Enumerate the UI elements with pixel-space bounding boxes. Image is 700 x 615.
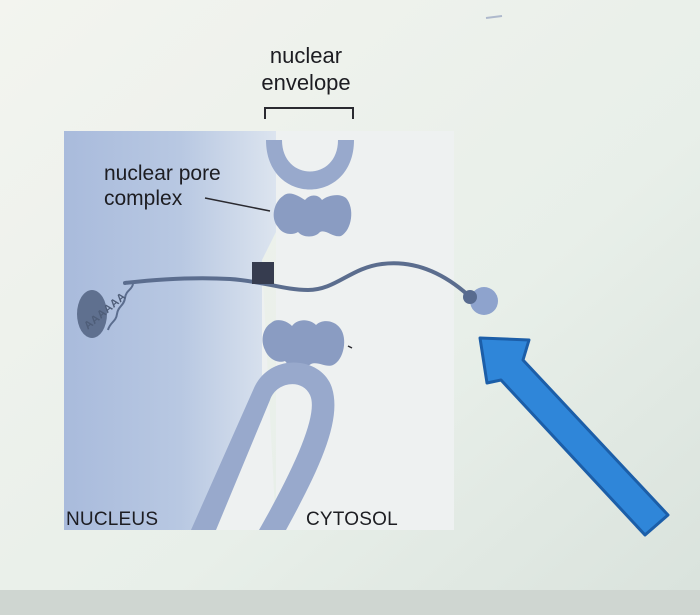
cytosol-lower-fill (204, 262, 276, 530)
nuclear-envelope-label: nuclear envelope (246, 42, 366, 96)
nuclear-pore-complex-label-line-1: nuclear pore (104, 162, 221, 185)
mark (485, 15, 503, 19)
nuclear-pore-complex-label-line-2: complex (104, 187, 183, 210)
nuclear-envelope-label-line-1: nuclear (269, 43, 343, 68)
nuclear-pore-complex-upper (273, 193, 352, 237)
envelope-upper-membrane (266, 140, 354, 190)
nuclear-pore-complex-lower (262, 320, 345, 368)
cytosol-label: CYTOSOL (306, 509, 398, 530)
tick-mark (347, 345, 353, 349)
nucleolus-blob-icon (77, 290, 107, 338)
mrna-cap-icon (463, 290, 477, 304)
blue-pointer-arrow (478, 336, 670, 537)
envelope-lower-membrane (191, 362, 335, 530)
nucleus-label: NUCLEUS (66, 509, 159, 530)
page-bottom-edge (0, 590, 700, 615)
protein-box-icon (252, 262, 274, 284)
nuclear-envelope-bracket (264, 107, 354, 119)
nuclear-pore-complex-label: nuclear pore complex (104, 161, 221, 211)
nuclear-envelope-label-line-2: envelope (261, 70, 351, 95)
nucleus-region (64, 131, 276, 530)
mrna-strand (123, 261, 470, 297)
poly-a-squiggle (107, 283, 134, 331)
pore-leader-line (204, 197, 271, 212)
ribosome-icon (470, 287, 498, 315)
